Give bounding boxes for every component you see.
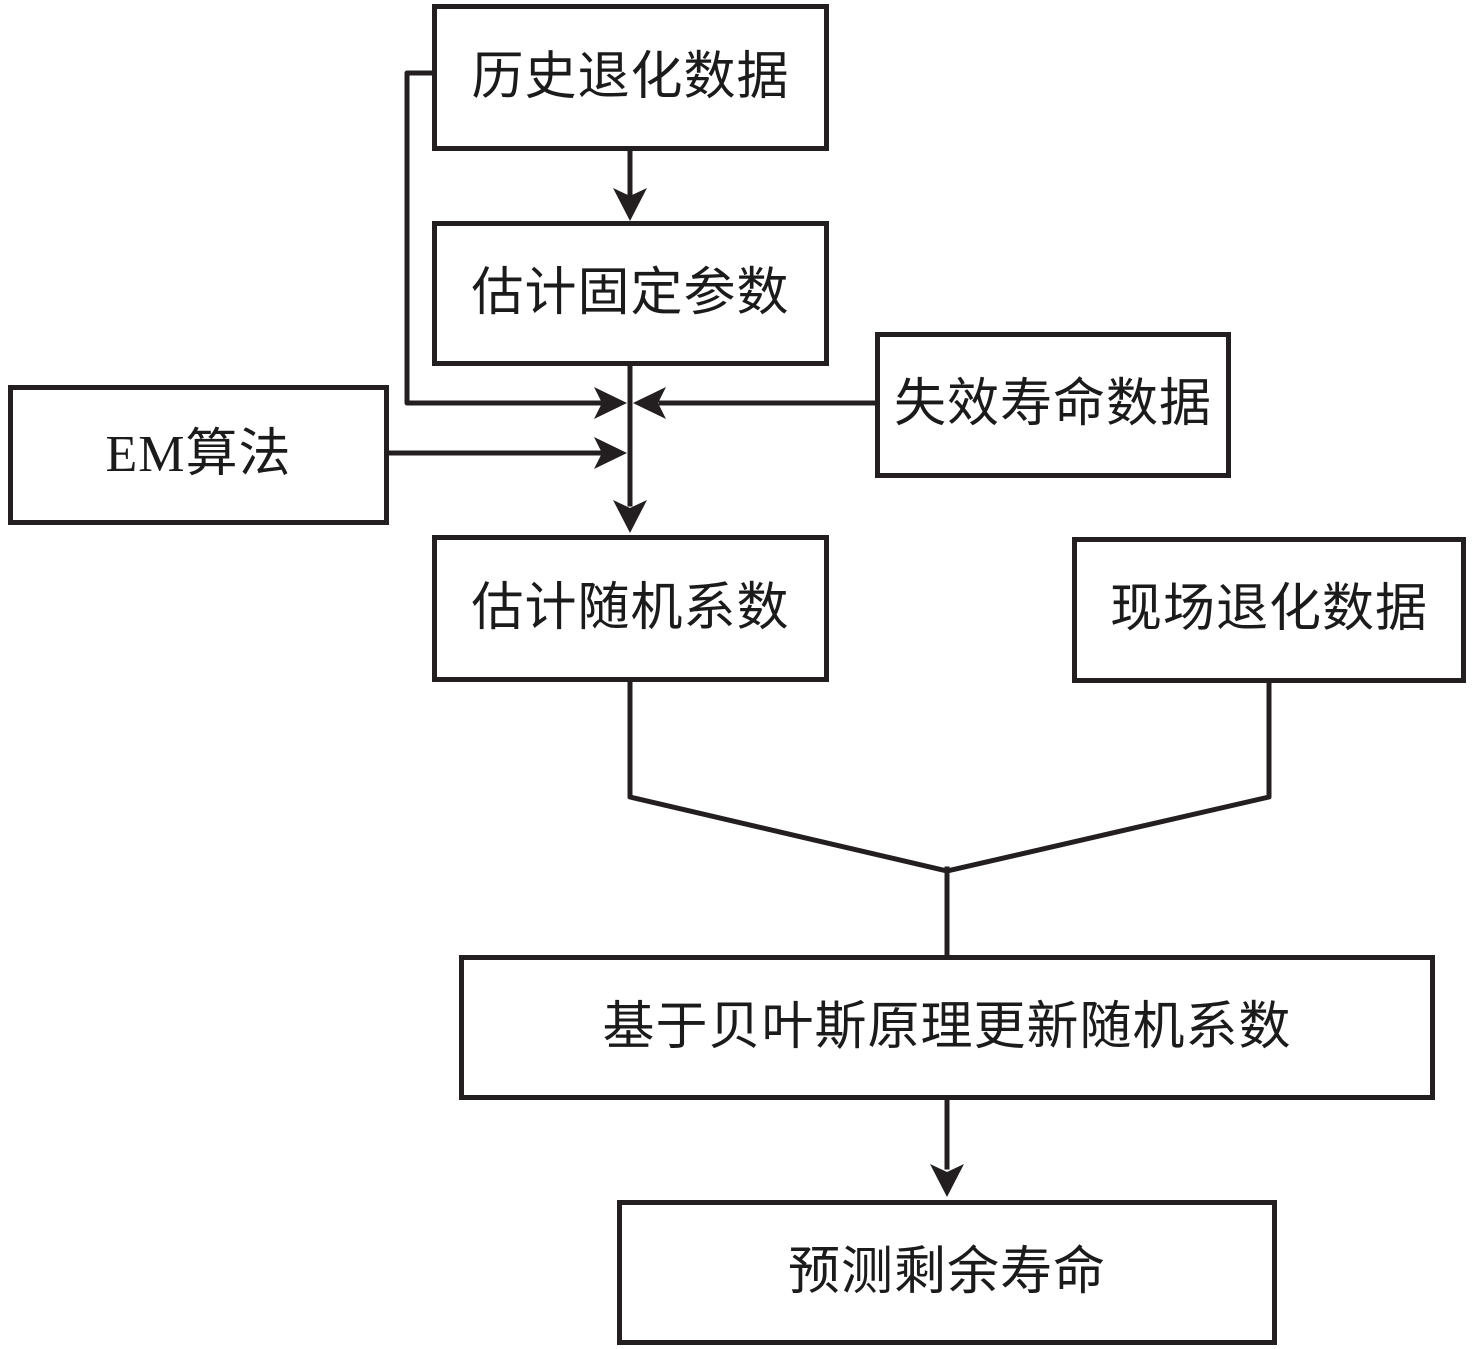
node-estimate-random-coefficients: 估计随机系数 (432, 535, 829, 682)
node-estimate-fixed-parameters: 估计固定参数 (432, 221, 829, 366)
node-label: 失效寿命数据 (893, 376, 1212, 433)
node-label: 预测剩余寿命 (787, 1243, 1106, 1301)
node-bayesian-update-random-coefficients: 基于贝叶斯原理更新随机系数 (459, 955, 1435, 1100)
node-label: EM算法 (105, 426, 292, 483)
node-em-algorithm: EM算法 (8, 385, 389, 525)
arrowhead-down-icon (930, 1164, 964, 1197)
connector-random-to-merge (627, 679, 951, 875)
connector-field-to-merge (944, 680, 1272, 874)
node-label: 历史退化数据 (471, 48, 790, 106)
node-label: 基于贝叶斯原理更新随机系数 (602, 998, 1292, 1056)
arrowhead-down-icon (613, 500, 647, 533)
arrowhead-right-icon (594, 387, 627, 419)
arrowhead-down-icon (613, 188, 647, 221)
node-label: 估计随机系数 (471, 579, 790, 637)
arrowhead-right-icon (594, 437, 627, 469)
connector-historical-bypass (404, 70, 603, 406)
arrowhead-left-icon (633, 387, 666, 419)
node-predict-remaining-life: 预测剩余寿命 (617, 1200, 1277, 1345)
node-historical-degradation-data: 历史退化数据 (432, 4, 829, 151)
node-label: 估计固定参数 (471, 264, 790, 322)
node-failure-lifetime-data: 失效寿命数据 (875, 332, 1231, 478)
node-label: 现场退化数据 (1109, 581, 1428, 638)
node-field-degradation-data: 现场退化数据 (1072, 537, 1466, 683)
